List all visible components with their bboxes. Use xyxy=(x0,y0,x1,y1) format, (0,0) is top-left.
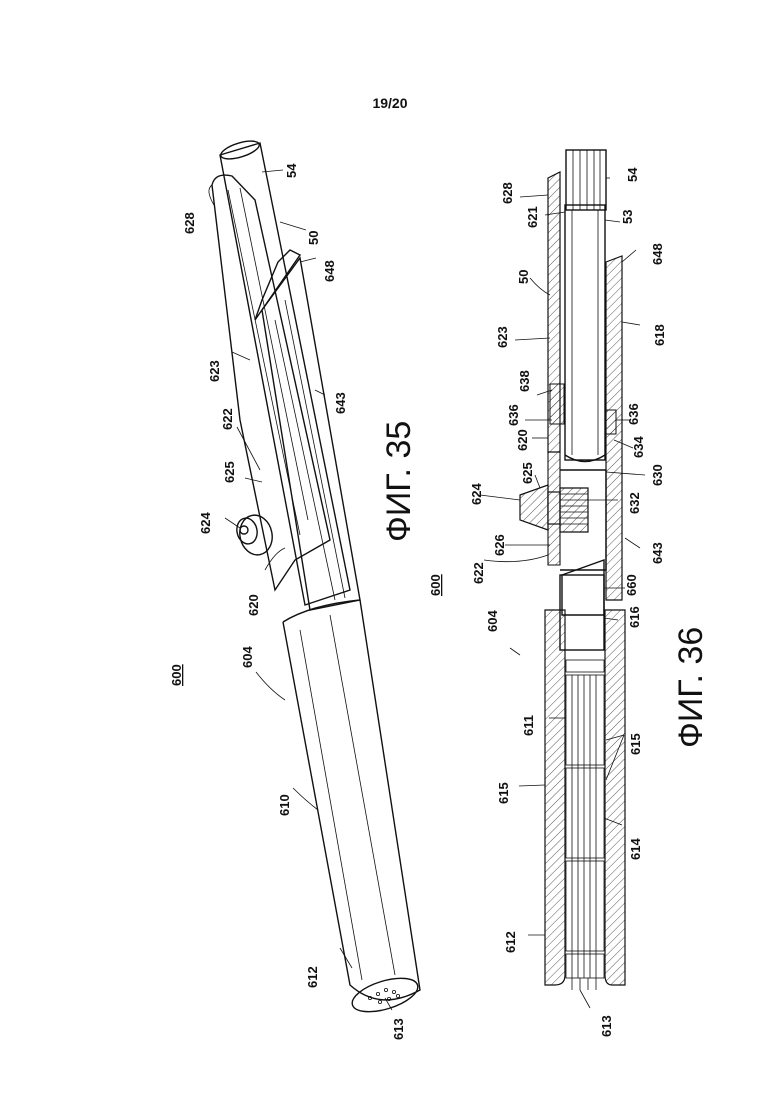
fig36-label-613: 613 xyxy=(599,1015,614,1037)
fig36-drawing xyxy=(520,150,625,990)
fig36-label-626: 626 xyxy=(492,534,507,556)
fig36-label-660: 660 xyxy=(624,574,639,596)
fig35-drawing xyxy=(212,137,422,1018)
page-number: 19/20 xyxy=(372,95,407,111)
fig36-label-636b: 636 xyxy=(626,403,641,425)
fig36-label-621: 621 xyxy=(525,206,540,228)
fig36-label-618: 618 xyxy=(652,324,667,346)
fig36-label-614: 614 xyxy=(628,838,643,860)
fig36-label-648: 648 xyxy=(650,243,665,265)
fig36-label-50: 50 xyxy=(516,270,531,284)
fig36-label-643: 643 xyxy=(650,542,665,564)
fig36-label-632: 632 xyxy=(627,492,642,514)
fig36-cell-stack-614 xyxy=(566,660,604,978)
fig36-label-54: 54 xyxy=(625,167,640,182)
fig36-label-600: 600 xyxy=(428,574,443,596)
fig36-label-615b: 615 xyxy=(496,782,511,804)
fig35-leaders xyxy=(209,170,392,1010)
fig35-label-623: 623 xyxy=(207,360,222,382)
fig35-tube-610 xyxy=(283,600,420,1000)
fig36-label-634: 634 xyxy=(631,436,646,458)
fig35-label-628: 628 xyxy=(182,212,197,234)
fig36-label-638: 638 xyxy=(517,370,532,392)
fig35-label-600: 600 xyxy=(169,664,184,686)
fig35-label-625: 625 xyxy=(222,461,237,483)
fig35-label-610: 610 xyxy=(277,794,292,816)
fig36-label-630: 630 xyxy=(650,464,665,486)
fig36-caption: ФИГ. 36 xyxy=(672,627,710,748)
fig35-label-622: 622 xyxy=(220,408,235,430)
fig36-label-620: 620 xyxy=(515,429,530,451)
fig35-label-620: 620 xyxy=(246,594,261,616)
fig36-rod-54 xyxy=(566,150,606,210)
fig35-label-612: 612 xyxy=(305,966,320,988)
fig36-inner-rod-53 xyxy=(565,205,605,460)
fig35-label-648: 648 xyxy=(322,260,337,282)
fig36-label-628: 628 xyxy=(500,182,515,204)
fig35-set-screw-624 xyxy=(235,512,276,558)
fig36-label-604: 604 xyxy=(485,610,500,632)
fig35-caption: ФИГ. 35 xyxy=(380,421,418,542)
fig35-label-624: 624 xyxy=(198,512,213,534)
fig36-label-623: 623 xyxy=(495,326,510,348)
fig36-label-612: 612 xyxy=(503,931,518,953)
fig35-label-54: 54 xyxy=(284,163,299,178)
fig35-label-613: 613 xyxy=(391,1018,406,1040)
fig35-labels: 54 628 50 648 623 643 622 625 624 620 60… xyxy=(169,163,406,1040)
fig36-label-624: 624 xyxy=(469,483,484,505)
fig36-label-636a: 636 xyxy=(506,404,521,426)
fig35-label-50: 50 xyxy=(306,231,321,245)
fig36-label-615a: 615 xyxy=(628,733,643,755)
fig36-label-625: 625 xyxy=(520,462,535,484)
fig35-label-604: 604 xyxy=(240,646,255,668)
fig36-tube-611 xyxy=(545,610,565,985)
fig36-label-611: 611 xyxy=(521,715,536,736)
fig36-label-622: 622 xyxy=(471,562,486,584)
fig36-label-616: 616 xyxy=(627,606,642,628)
fig35-label-643: 643 xyxy=(333,392,348,414)
fig36-label-53: 53 xyxy=(620,210,635,224)
